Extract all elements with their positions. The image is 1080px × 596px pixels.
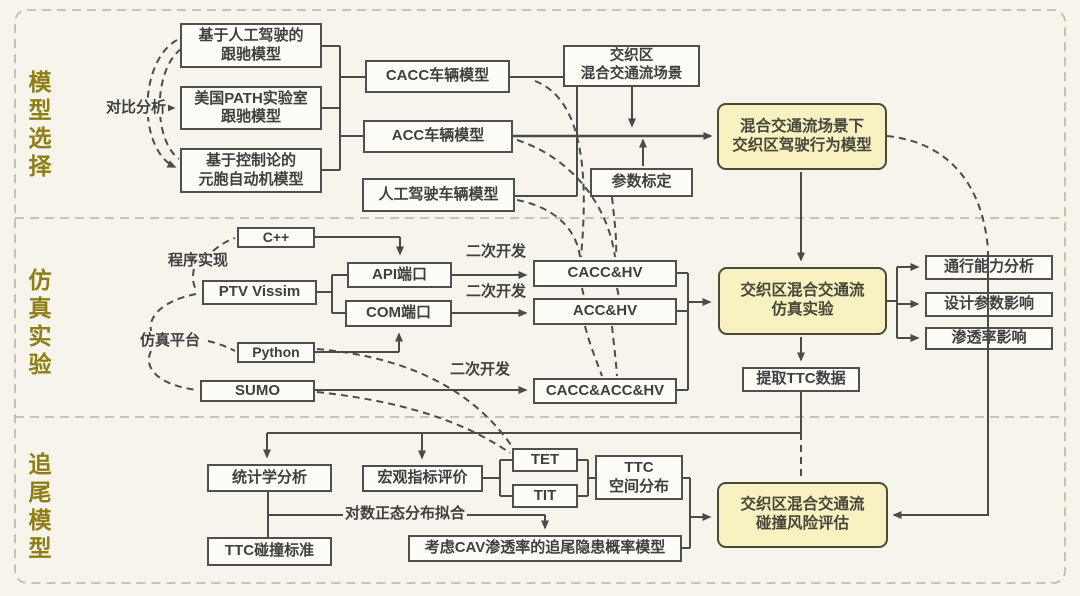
node-human-follow-model: 基于人工驾驶的 跟驰模型 — [180, 23, 322, 68]
node-com-port: COM端口 — [345, 300, 452, 327]
label-simulation-platform: 仿真平台 — [140, 332, 201, 349]
label-secondary-dev-2: 二次开发 — [466, 283, 527, 300]
edge-program-to-cpp — [212, 237, 236, 252]
node-param-calibration: 参数标定 — [590, 168, 693, 197]
edge-pass-acchv-1 — [581, 287, 585, 298]
edge-python-to-tet — [316, 348, 512, 446]
node-ttc-standard: TTC碰撞标准 — [207, 537, 332, 566]
node-api-port: API端口 — [347, 262, 452, 288]
edge-program-to-vissim — [191, 268, 197, 291]
node-stat-analysis: 统计学分析 — [207, 464, 332, 492]
node-weaving-scene: 交织区 混合交通流场景 — [563, 45, 700, 87]
label-lognormal-fit: 对数正态分布拟合 — [343, 505, 468, 523]
node-cacc-acc-hv: CACC&ACC&HV — [533, 378, 677, 404]
label-secondary-dev-3: 二次开发 — [450, 361, 511, 378]
edge-hv-to-cacchv — [516, 199, 581, 258]
section-label-model-selection: 模型选择 — [25, 70, 51, 182]
node-ttc-spatial: TTC 空间分布 — [595, 455, 683, 500]
label-program-implementation: 程序实现 — [168, 252, 229, 269]
node-risk-assessment: 交织区混合交通流 碰撞风险评估 — [717, 482, 888, 548]
edge-combos-bracket — [677, 272, 689, 391]
node-cacc-vehicle-model: CACC车辆模型 — [365, 60, 510, 93]
node-cpp: C++ — [237, 227, 315, 248]
edge-sumo-to-tet — [316, 391, 511, 454]
node-acc-hv: ACC&HV — [533, 298, 677, 325]
edge-sim-outputs-bracket — [887, 267, 898, 338]
node-cacc-hv: CACC&HV — [533, 260, 677, 287]
edge-pass-acchv-2 — [616, 287, 620, 298]
node-tet: TET — [512, 448, 578, 472]
edge-platform-to-sumo — [147, 350, 198, 391]
section-label-rear-end: 追尾模型 — [25, 452, 51, 564]
edge-tet-spatial-bracket — [578, 459, 595, 497]
edge-vissim-bracket — [317, 274, 347, 314]
outer-border — [14, 9, 1066, 584]
node-macro-eval: 宏观指标评价 — [362, 465, 483, 492]
label-secondary-dev-1: 二次开发 — [466, 243, 527, 260]
edge-behavior-sweep — [886, 135, 989, 250]
edge-to-caccacchv-1 — [584, 325, 603, 377]
node-sumo: SUMO — [200, 380, 315, 402]
node-sim-experiment: 交织区混合交通流 仿真实验 — [718, 267, 887, 335]
edge-platform-to-python — [207, 340, 236, 352]
node-tit: TIT — [512, 484, 578, 508]
edge-calibration-down — [611, 196, 618, 258]
label-compare-analysis: 对比分析 — [104, 99, 169, 117]
node-acc-vehicle-model: ACC车辆模型 — [363, 120, 513, 153]
node-extract-ttc: 提取TTC数据 — [742, 367, 860, 392]
node-penetration-effect: 渗透率影响 — [925, 327, 1053, 350]
node-capacity-analysis: 通行能力分析 — [925, 255, 1053, 280]
edge-acc-to-cacchv — [516, 139, 616, 258]
node-design-param-effect: 设计参数影响 — [925, 292, 1053, 317]
frame — [14, 9, 1066, 584]
edge-bottom-merge-bracket — [682, 477, 691, 549]
node-path-follow-model: 美国PATH实验室 跟驰模型 — [180, 86, 322, 130]
section-label-simulation: 仿真实验 — [25, 268, 51, 380]
edge-cacc-to-cacchv — [534, 80, 585, 258]
node-hv-vehicle-model: 人工驾驶车辆模型 — [362, 178, 515, 212]
node-python: Python — [237, 342, 315, 363]
edge-to-caccacchv-2 — [611, 325, 618, 377]
node-ptv-vissim: PTV Vissim — [202, 280, 317, 305]
node-cav-prob-model: 考虑CAV渗透率的追尾隐患概率模型 — [408, 535, 682, 562]
node-driving-behavior-model: 混合交通流场景下 交织区驾驶行为模型 — [717, 103, 887, 170]
node-cellular-automata-model: 基于控制论的 元胞自动机模型 — [180, 148, 322, 193]
edge-platform-to-vissim — [149, 293, 197, 332]
edge-macro-tet-bracket — [483, 459, 512, 497]
